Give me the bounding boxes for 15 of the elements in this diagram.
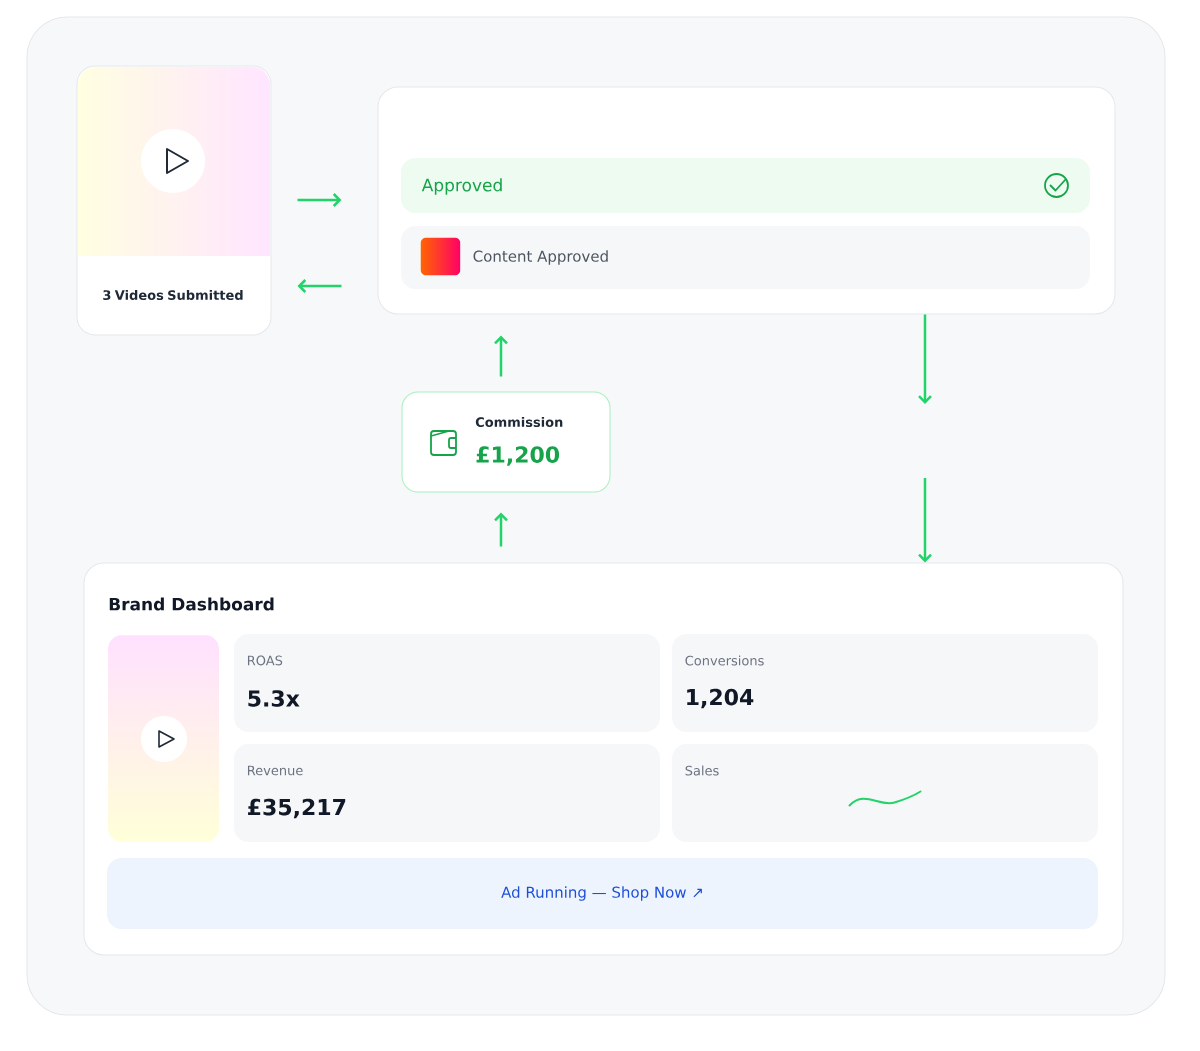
arrow (297, 193, 342, 207)
metric-card: Conversions 1,204 (672, 634, 1098, 732)
commission-card: Commission £1,200 (401, 391, 611, 493)
arrow (494, 512, 508, 547)
arrow (494, 335, 508, 377)
shop-now-banner: Ad Running — Shop Now ↗ (107, 858, 1098, 929)
arrow (297, 279, 342, 293)
arrow (918, 314, 932, 404)
status-row: Approved (401, 158, 1090, 213)
metric-card: ROAS 5.3x (234, 634, 660, 732)
arrow (918, 478, 932, 563)
status-row: Content Approved (401, 226, 1090, 289)
metric-card: Revenue £35,217 (234, 744, 660, 842)
metric-card: Sales (672, 744, 1098, 842)
video-card: 3 Videos Submitted (76, 65, 272, 336)
